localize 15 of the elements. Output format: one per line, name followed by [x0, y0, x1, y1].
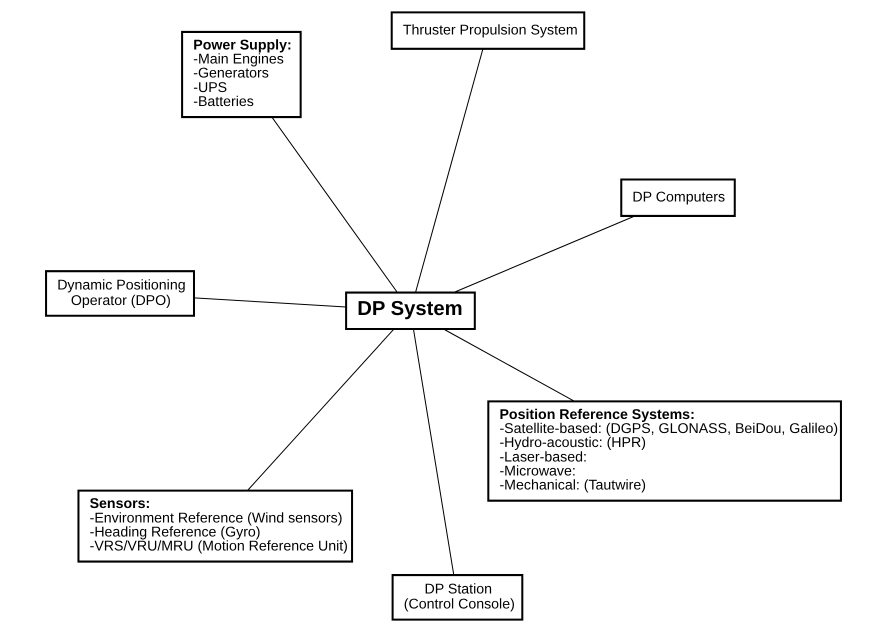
connector — [453, 216, 634, 293]
node-box: Thruster Propulsion System — [390, 11, 585, 50]
node-box: Dynamic Positioning Operator (DPO) — [44, 270, 194, 317]
node-box: Power Supply: -Main Engines -Generators -UPS -Batteries — [180, 30, 302, 118]
connector — [271, 117, 398, 293]
connector — [442, 328, 574, 402]
connector — [194, 297, 346, 308]
node-box: Position Reference Systems: -Satellite-based: (DGPS, GLONASS, BeiDou, Galileo) -Hydro-acoustic: (HPR) -Laser-based: -Microwave: -Mechanical: (Tautwire) — [486, 400, 842, 502]
connector — [246, 328, 394, 491]
node-box: DP Station (Control Console) — [391, 574, 523, 621]
node-box: DP Computers — [620, 178, 736, 217]
node-box: DP System — [344, 292, 476, 330]
connector — [412, 329, 454, 575]
connector — [414, 48, 483, 293]
node-box: Sensors: -Environment Reference (Wind sensors) -Heading Reference (Gyro) -VRS/VRU/MRU (Motion Reference Unit) — [76, 490, 353, 563]
